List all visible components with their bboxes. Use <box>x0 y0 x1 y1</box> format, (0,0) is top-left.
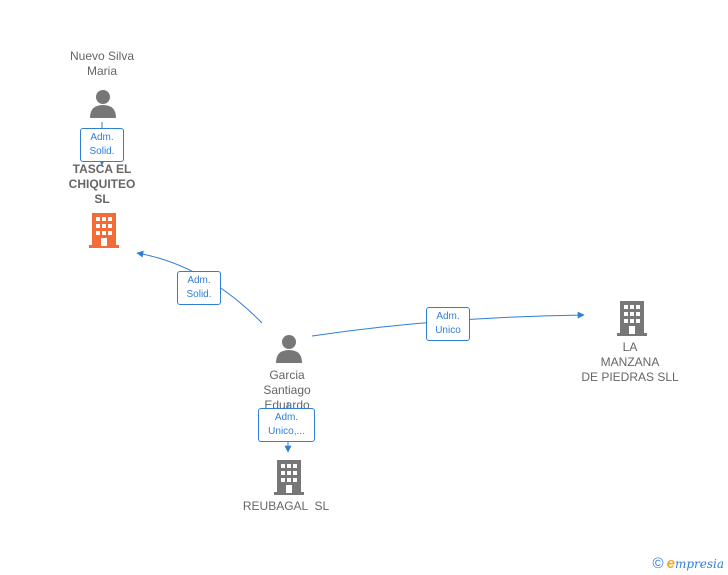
brand-initial: e <box>666 555 675 572</box>
building-icon <box>274 460 304 495</box>
edge-label-garcia-reubagal[interactable]: Adm. Unico,... <box>258 408 315 442</box>
company-name: LA MANZANA DE PIEDRAS SLL <box>581 340 679 384</box>
person-name: Nuevo Silva Maria <box>69 49 135 78</box>
company-name: REUBAGAL SL <box>242 499 330 513</box>
edge-label-nuevo-tasca[interactable]: Adm. Solid. <box>80 128 124 162</box>
company-name: TASCA EL CHIQUITEO SL <box>68 162 136 206</box>
building-icon <box>89 213 119 248</box>
person-icon <box>90 90 116 118</box>
brand-name: mpresia <box>674 557 724 571</box>
building-icon <box>617 301 647 336</box>
person-name: Garcia Santiago Eduardo <box>263 368 311 412</box>
person-icon <box>276 335 302 363</box>
copyright-icon: © <box>652 555 664 572</box>
edge-label-garcia-manzana[interactable]: Adm. Unico <box>426 307 470 341</box>
copyright-footer: ©empresia <box>653 555 724 572</box>
edge-label-garcia-tasca[interactable]: Adm. Solid. <box>177 271 221 305</box>
